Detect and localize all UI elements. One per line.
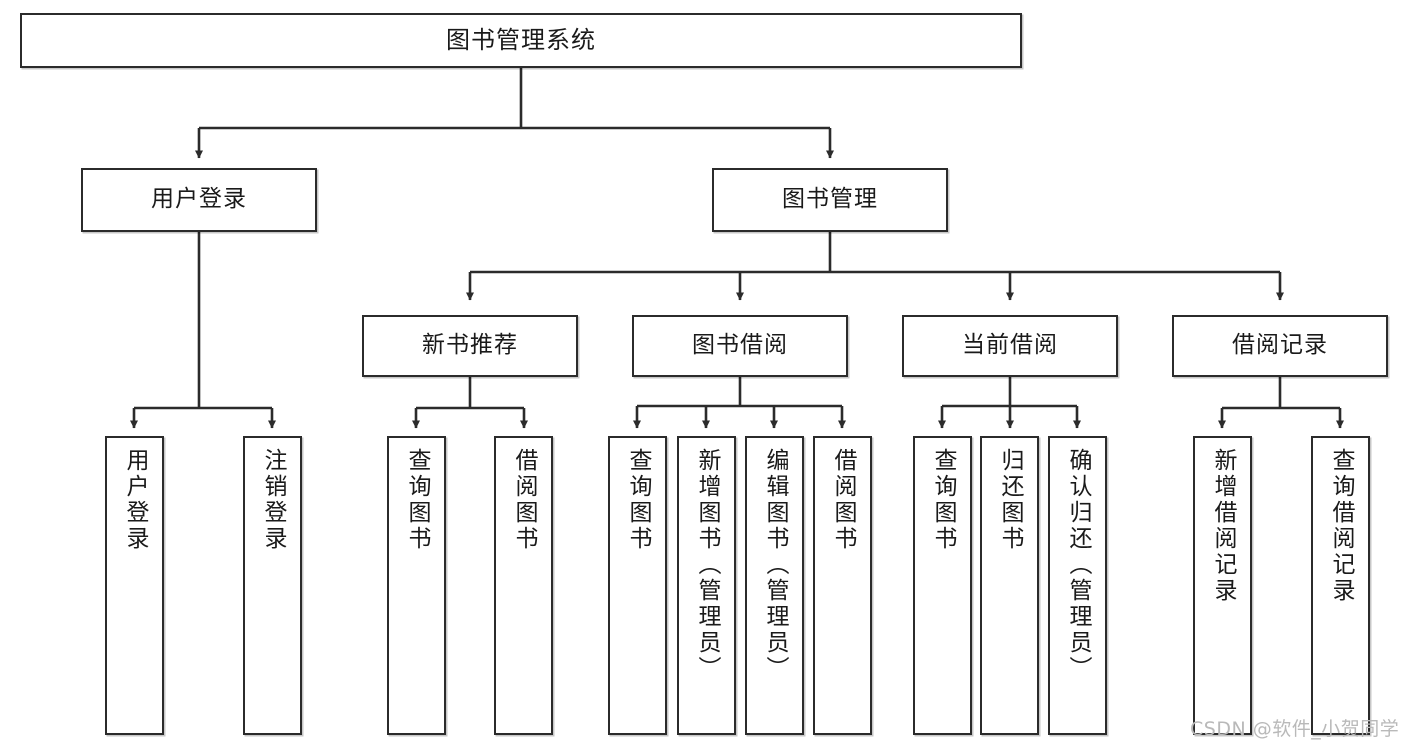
leaf-label: 查询图书 xyxy=(930,448,956,552)
node-user-login[interactable]: 用户登录 xyxy=(81,168,317,232)
node-book-borrow[interactable]: 图书借阅 xyxy=(632,315,848,377)
leaf-label: 借阅图书 xyxy=(830,448,856,552)
leaf-current-confirm-return-admin[interactable]: 确认归还（管理员） xyxy=(1048,436,1107,735)
leaf-current-return-book[interactable]: 归还图书 xyxy=(980,436,1039,735)
leaf-borrow-edit-book-admin[interactable]: 编辑图书（管理员） xyxy=(745,436,804,735)
leaf-label: 查询图书 xyxy=(404,448,430,552)
node-new-book-recommend[interactable]: 新书推荐 xyxy=(362,315,578,377)
leaf-user-login-logout[interactable]: 注销登录 xyxy=(243,436,302,735)
node-root-system[interactable]: 图书管理系统 xyxy=(20,13,1022,68)
leaf-borrow-add-book-admin[interactable]: 新增图书（管理员） xyxy=(677,436,736,735)
leaf-user-login-login[interactable]: 用户登录 xyxy=(105,436,164,735)
leaf-label: 借阅图书 xyxy=(511,448,537,552)
leaf-label: 归还图书 xyxy=(997,448,1023,552)
node-current-borrow[interactable]: 当前借阅 xyxy=(902,315,1118,377)
leaf-label: 新增图书（管理员） xyxy=(694,448,720,682)
leaf-label: 注销登录 xyxy=(260,448,286,552)
leaf-borrow-borrow-book[interactable]: 借阅图书 xyxy=(813,436,872,735)
leaf-label: 用户登录 xyxy=(122,448,148,552)
leaf-label: 查询借阅记录 xyxy=(1328,448,1354,604)
leaf-record-query-record[interactable]: 查询借阅记录 xyxy=(1311,436,1370,735)
csdn-watermark: CSDN @软件_小贺同学 xyxy=(1190,718,1400,740)
leaf-label: 查询图书 xyxy=(625,448,651,552)
leaf-label: 新增借阅记录 xyxy=(1210,448,1236,604)
node-borrow-record[interactable]: 借阅记录 xyxy=(1172,315,1388,377)
node-book-management[interactable]: 图书管理 xyxy=(712,168,948,232)
leaf-label: 确认归还（管理员） xyxy=(1065,448,1091,682)
leaf-record-add-record[interactable]: 新增借阅记录 xyxy=(1193,436,1252,735)
leaf-current-query-book[interactable]: 查询图书 xyxy=(913,436,972,735)
leaf-borrow-query-book[interactable]: 查询图书 xyxy=(608,436,667,735)
leaf-recommend-query-book[interactable]: 查询图书 xyxy=(387,436,446,735)
leaf-label: 编辑图书（管理员） xyxy=(762,448,788,682)
leaf-recommend-borrow-book[interactable]: 借阅图书 xyxy=(494,436,553,735)
